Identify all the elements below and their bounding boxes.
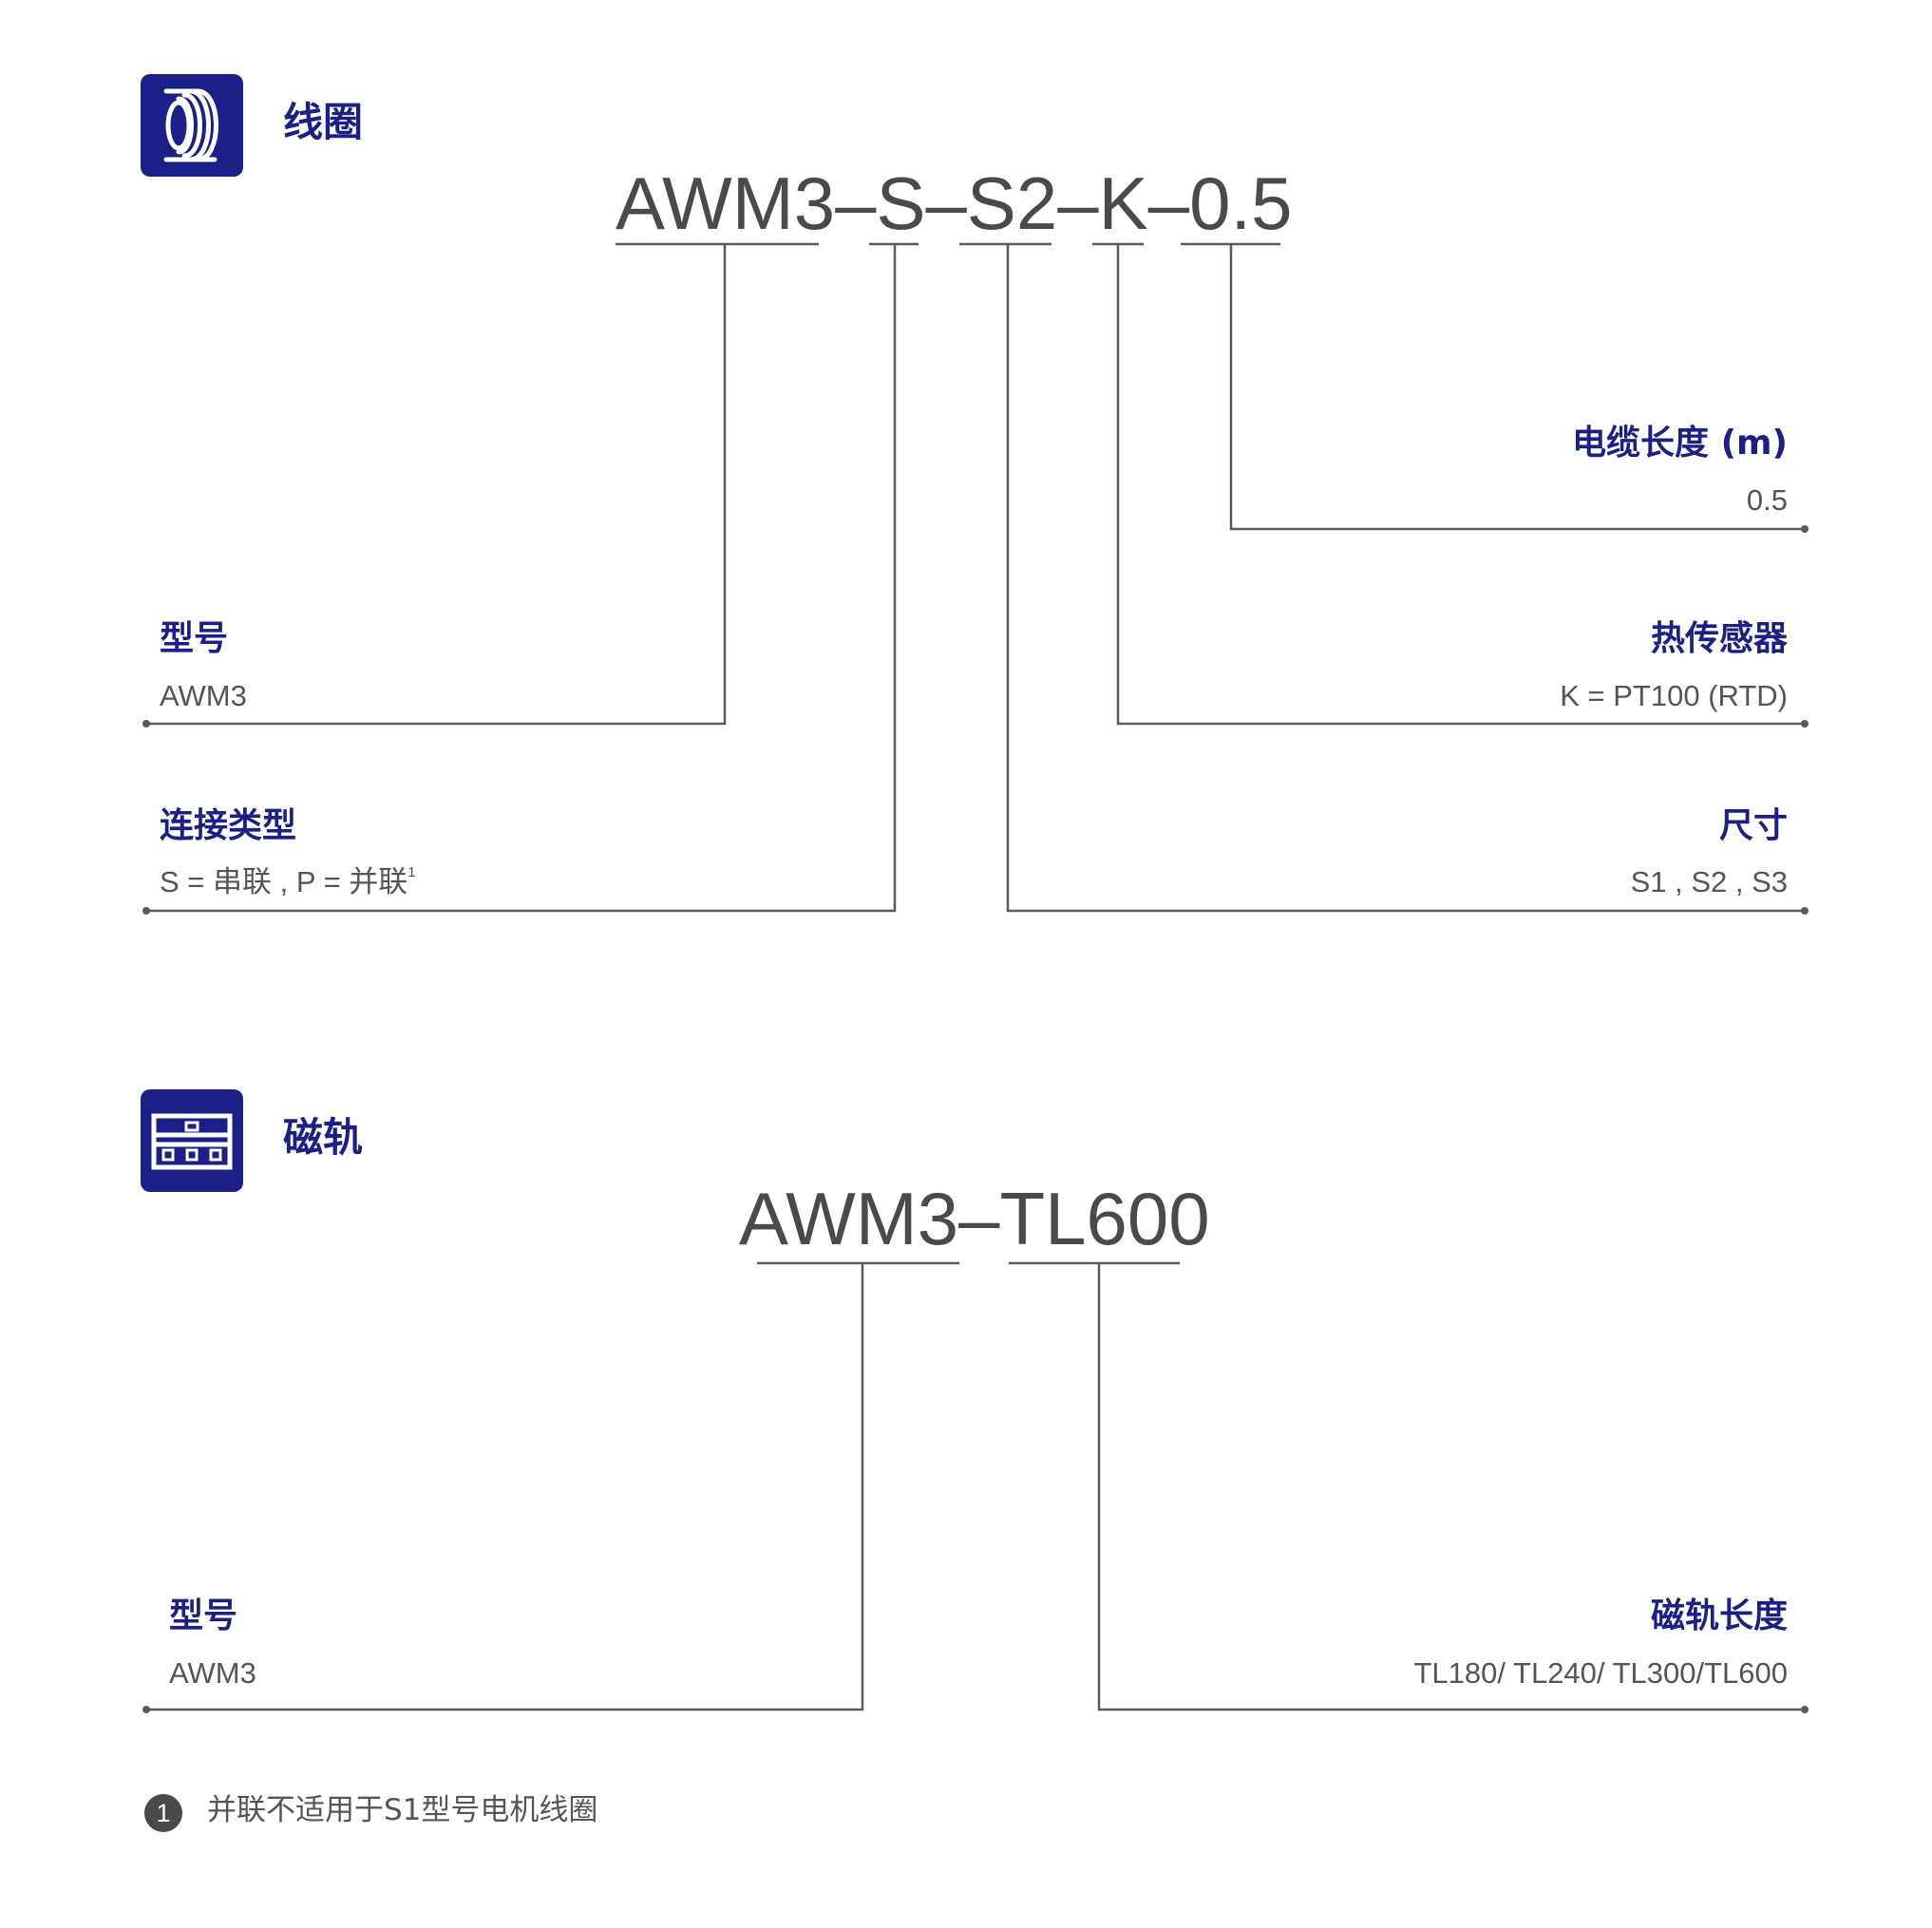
track-section-title: 磁轨: [283, 1114, 364, 1161]
footnote-text: 并联不适用于S1型号电机线圈: [207, 1793, 598, 1827]
track-leader-length: [1097, 1263, 1805, 1711]
coil-icon: [141, 74, 243, 177]
track-model-code: AWM3–TL600: [739, 1177, 1210, 1260]
thermal-sensor-value: K = PT100 (RTD): [1560, 679, 1788, 712]
track-model-title: 型号: [169, 1597, 238, 1635]
track-model-value: AWM3: [169, 1656, 256, 1690]
coil-leader-model: [146, 244, 727, 726]
coil-model-value: AWM3: [160, 679, 247, 712]
leader-end-dot: [142, 907, 150, 915]
leader-end-dot: [1801, 525, 1809, 533]
size-value: S1 , S2 , S3: [1630, 865, 1788, 898]
cable-length-title: 电缆长度 (m): [1572, 424, 1788, 463]
leader-end-dot: [1801, 720, 1809, 728]
track-length-value: TL180/ TL240/ TL300/TL600: [1413, 1656, 1788, 1690]
connection-type-value-wrap: S = 串联 , P = 并联1: [160, 864, 416, 898]
footnote-reference: 1: [407, 864, 416, 880]
connection-type-title: 连接类型: [160, 806, 297, 845]
coil-model-code: AWM3–S–S2–K–0.5: [616, 161, 1293, 245]
leader-end-dot: [1801, 907, 1809, 915]
leader-end-dot: [142, 1706, 150, 1713]
coil-model-title: 型号: [160, 619, 229, 658]
coil-leader-size: [1006, 244, 1805, 913]
coil-leader-cable: [1229, 244, 1805, 531]
track-leader-model: [146, 1263, 864, 1711]
connection-type-value: S = 串联 , P = 并联: [160, 865, 408, 898]
track-length-title: 磁轨长度: [1650, 1597, 1788, 1635]
magnetic-track-icon: [141, 1089, 243, 1192]
leader-end-dot: [142, 720, 150, 728]
footnote-badge: 1: [144, 1794, 182, 1832]
cable-length-value: 0.5: [1746, 483, 1788, 517]
leader-end-dot: [1801, 1706, 1809, 1713]
thermal-sensor-title: 热传感器: [1650, 619, 1788, 658]
coil-section-title: 线圈: [283, 99, 364, 145]
size-title: 尺寸: [1718, 806, 1788, 845]
